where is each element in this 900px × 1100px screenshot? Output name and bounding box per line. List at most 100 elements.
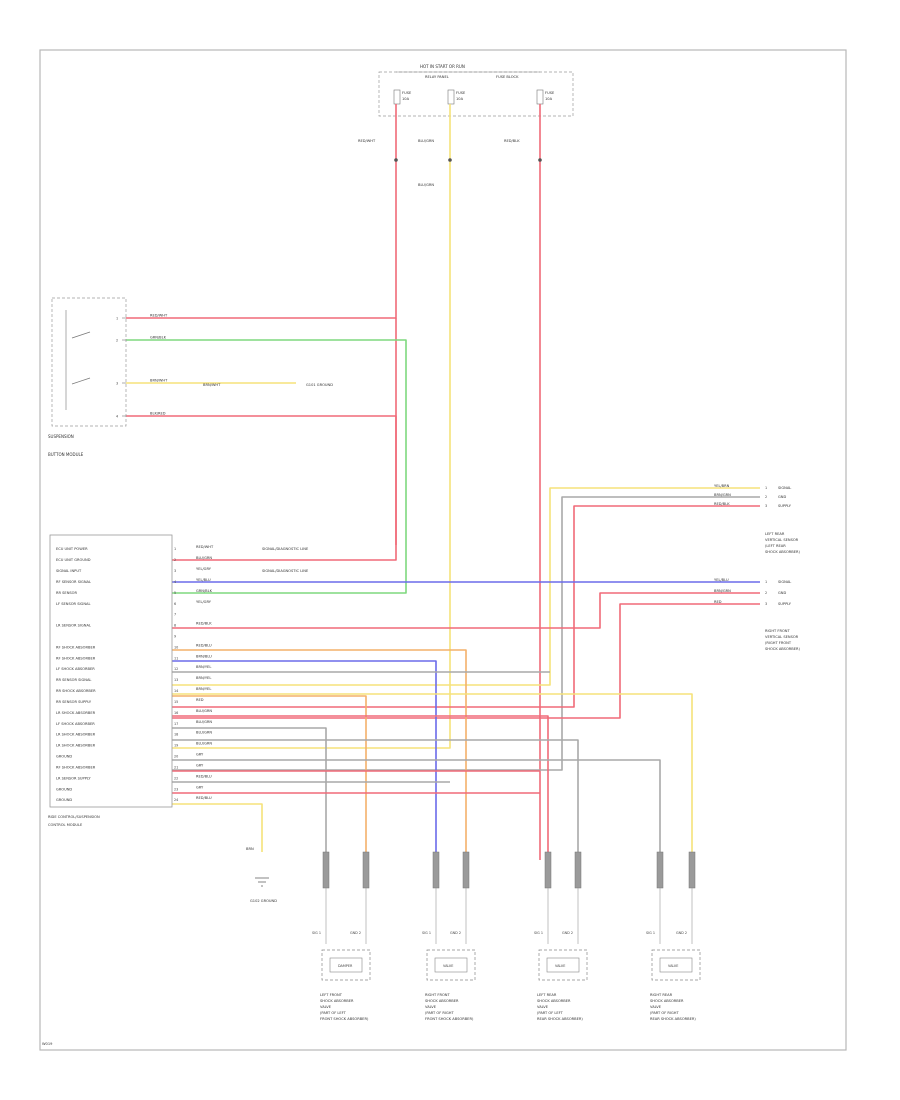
- valve-icon: [434, 957, 468, 973]
- switch-icon-1: [71, 331, 91, 339]
- lr-sensor-line-4: SHOCK ABSORBER): [765, 550, 801, 554]
- connector-icon: [544, 851, 552, 889]
- wire-rf-sensor-red: [172, 592, 760, 629]
- ecu-wire-label: RED/BLK: [196, 622, 212, 626]
- valve-description: SHOCK ABSORBER: [537, 999, 571, 1003]
- rf-sensor-pin-name: GND: [778, 591, 786, 595]
- button-module-wire-label: GRN/BLK: [150, 336, 167, 340]
- valve-pin-label: GND 2: [562, 931, 573, 935]
- ecu-pin-number: 1: [174, 547, 176, 551]
- connector-icon: [462, 851, 470, 889]
- lr-sensor-wire-label: RED/BLK: [714, 502, 730, 506]
- fuse-block-label: FUSE BLOCK: [496, 75, 519, 79]
- wire-rf-sensor-red2: [172, 603, 760, 719]
- valve-description: SHOCK ABSORBER: [425, 999, 459, 1003]
- button-module-pin: 3: [116, 382, 118, 386]
- button-module-wire-label: BRN/WHT: [150, 379, 168, 383]
- rf-sensor-pin-name: SUPPLY: [778, 602, 792, 606]
- ecu-pin-number: 22: [174, 776, 178, 780]
- ecu-pin-function: LR SHOCK ABSORBER: [56, 733, 96, 737]
- rf-sensor-pin-name: SIGNAL: [778, 580, 791, 584]
- button-module-pin: 2: [116, 339, 118, 343]
- fuse-2-amp: 10A: [456, 97, 464, 101]
- ecu-pin-number: 13: [174, 678, 178, 682]
- valve-description: REAR SHOCK ABSORBER): [650, 1017, 696, 1021]
- ecu-pin-function: GROUND: [56, 755, 72, 759]
- valve-inner-label: VALVE: [555, 964, 565, 968]
- ecu-wire-label: RED/BLU: [196, 643, 212, 647]
- ecu-pin-function: GROUND: [56, 787, 72, 791]
- lr-sensor-pin-name: SUPPLY: [778, 504, 792, 508]
- lr-sensor-pin-number: 3: [765, 504, 767, 508]
- valve-pin-label: SIG 1: [312, 931, 321, 935]
- ecu-pin-note: SIGNAL/DIAGNOSTIC LINE: [262, 547, 309, 551]
- ecu-pin-number: 6: [174, 602, 176, 606]
- lr-sensor-wire-label: BRN/GRN: [714, 493, 731, 497]
- button-module-box: [51, 297, 127, 427]
- wire-label-fuse2: BLU/GRN: [418, 139, 434, 143]
- valve-icon: [329, 957, 363, 973]
- lr-sensor-line-2: VERTICAL SENSOR: [765, 538, 799, 542]
- valve-description: LEFT FRONT: [320, 993, 343, 997]
- rf-sensor-wire-label: YEL/BLU: [714, 578, 729, 582]
- ecu-pin-number: 2: [174, 558, 176, 562]
- wire-button-red: [126, 415, 397, 545]
- footer-code: W019: [42, 1042, 53, 1046]
- button-module-wire-label: BLK/RED: [150, 412, 166, 416]
- fuse-2-name: FUSE: [456, 91, 466, 95]
- ecu-pin-number: 23: [174, 787, 178, 791]
- button-module-pin: 4: [116, 415, 118, 419]
- rf-sensor-line-4: SHOCK ABSORBER): [765, 647, 801, 651]
- valve-pin-label: SIG 1: [646, 931, 655, 935]
- rf-sensor-wire-label: RED: [714, 600, 722, 604]
- fuse-1-icon: [393, 89, 401, 105]
- wire-lr-sensor-gray: [172, 496, 760, 771]
- wire-ecu-pin1-red: [172, 318, 397, 561]
- fuse-1-name: FUSE: [402, 91, 412, 95]
- ecu-pin-function: ECU UNIT GROUND: [56, 558, 91, 562]
- ecu-pin-function: RR SENSOR: [56, 591, 77, 595]
- rf-sensor-pin-number: 1: [765, 580, 767, 584]
- valve-pin-label: GND 2: [350, 931, 361, 935]
- button-module-title: SUSPENSION: [48, 434, 74, 439]
- ecu-pin-number: 18: [174, 733, 178, 737]
- ecu-pin-number: 3: [174, 569, 176, 573]
- wire-label-fuse1: RED/WHT: [358, 139, 376, 143]
- wire-lr-sensor-red: [172, 505, 760, 708]
- splice-dot-3: [538, 158, 542, 162]
- ecu-wire-label: BLU/GRN: [196, 556, 212, 560]
- valve-description: LEFT REAR: [537, 993, 557, 997]
- ecu-wire-label: YEL/GRY: [196, 600, 212, 604]
- valve-description: VALVE: [320, 1005, 332, 1009]
- connector-icon: [656, 851, 664, 889]
- fuse-3: FUSE 10A: [536, 89, 555, 105]
- valve-pin-label: SIG 1: [534, 931, 543, 935]
- lr-sensor-pin-number: 2: [765, 495, 767, 499]
- valve-inner-label: DAMPER: [338, 964, 353, 968]
- valve-description: VALVE: [650, 1005, 662, 1009]
- ecu-wire-label: RED/WHT: [196, 545, 214, 549]
- ecu-wire-label: BRN/BLU: [196, 654, 212, 658]
- ecu-pin-function: RF SENSOR SIGNAL: [56, 580, 91, 584]
- ecu: ECU UNIT POWER 1 RED/WHT SIGNAL/DIAGNOSTIC …: [48, 534, 309, 903]
- ecu-pin-function: LF SHOCK ABSORBER: [56, 667, 95, 671]
- valve-description: SHOCK ABSORBER: [650, 999, 684, 1003]
- ecu-wire-label: BRN/YEL: [196, 665, 211, 669]
- splice-wire-label: BRN/WHT: [203, 383, 221, 387]
- valve-pin-label: GND 2: [676, 931, 687, 935]
- ecu-pin-function: ECU UNIT POWER: [56, 547, 88, 551]
- ecu-pin-number: 15: [174, 700, 178, 704]
- ecu-pin-number: 19: [174, 744, 178, 748]
- connector-icon: [362, 851, 370, 889]
- ecu-pin-function: GROUND: [56, 798, 72, 802]
- ecu-pin-number: 7: [174, 613, 176, 617]
- ecu-pin-number: 17: [174, 722, 178, 726]
- wire-lf-shock-gray: [172, 727, 327, 860]
- ecu-wire-label: GRY: [196, 763, 204, 767]
- valve-box: [651, 949, 701, 981]
- ecu-pin-number: 14: [174, 689, 178, 693]
